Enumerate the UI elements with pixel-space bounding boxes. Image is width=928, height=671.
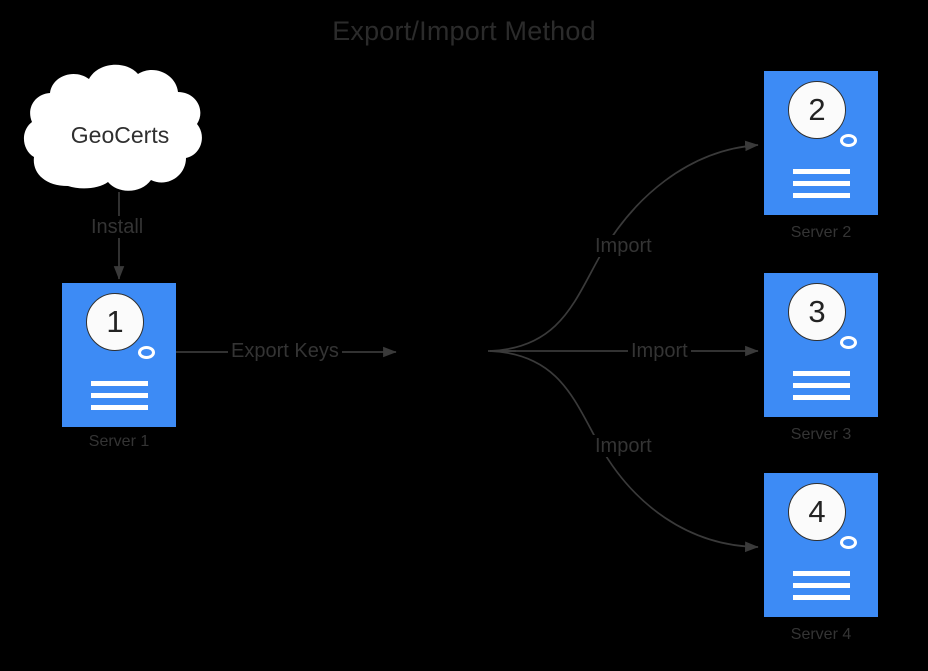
server-lines-icon bbox=[793, 371, 850, 407]
server-lines-icon bbox=[793, 169, 850, 205]
server-node-3[interactable]: 3 bbox=[764, 273, 878, 417]
server-lines-icon bbox=[793, 571, 850, 607]
page-title: Export/Import Method bbox=[332, 16, 596, 46]
server-number-badge: 4 bbox=[788, 483, 846, 541]
server-caption-2: Server 2 bbox=[790, 224, 852, 241]
server-caption-1: Server 1 bbox=[88, 433, 150, 450]
server-status-led-icon bbox=[840, 536, 857, 549]
edge-label-export-keys: Export Keys bbox=[228, 340, 342, 362]
server-lines-icon bbox=[91, 381, 148, 417]
server-status-led-icon bbox=[840, 336, 857, 349]
edge-label-import-bottom: Import bbox=[592, 435, 655, 457]
geocerts-cloud-shape bbox=[23, 64, 202, 191]
server-node-1[interactable]: 1 bbox=[62, 283, 176, 427]
geocerts-cloud-label: GeoCerts bbox=[70, 122, 170, 148]
server-caption-4: Server 4 bbox=[790, 626, 852, 643]
server-number-badge: 2 bbox=[788, 81, 846, 139]
server-node-2[interactable]: 2 bbox=[764, 71, 878, 215]
server-caption-3: Server 3 bbox=[790, 426, 852, 443]
server-status-led-icon bbox=[840, 134, 857, 147]
server-number-badge: 3 bbox=[788, 283, 846, 341]
edge-label-import-top: Import bbox=[592, 235, 655, 257]
server-node-4[interactable]: 4 bbox=[764, 473, 878, 617]
edge-label-install: Install bbox=[88, 216, 147, 238]
server-number-badge: 1 bbox=[86, 293, 144, 351]
server-status-led-icon bbox=[138, 346, 155, 359]
edge-label-import-middle: Import bbox=[628, 340, 691, 362]
